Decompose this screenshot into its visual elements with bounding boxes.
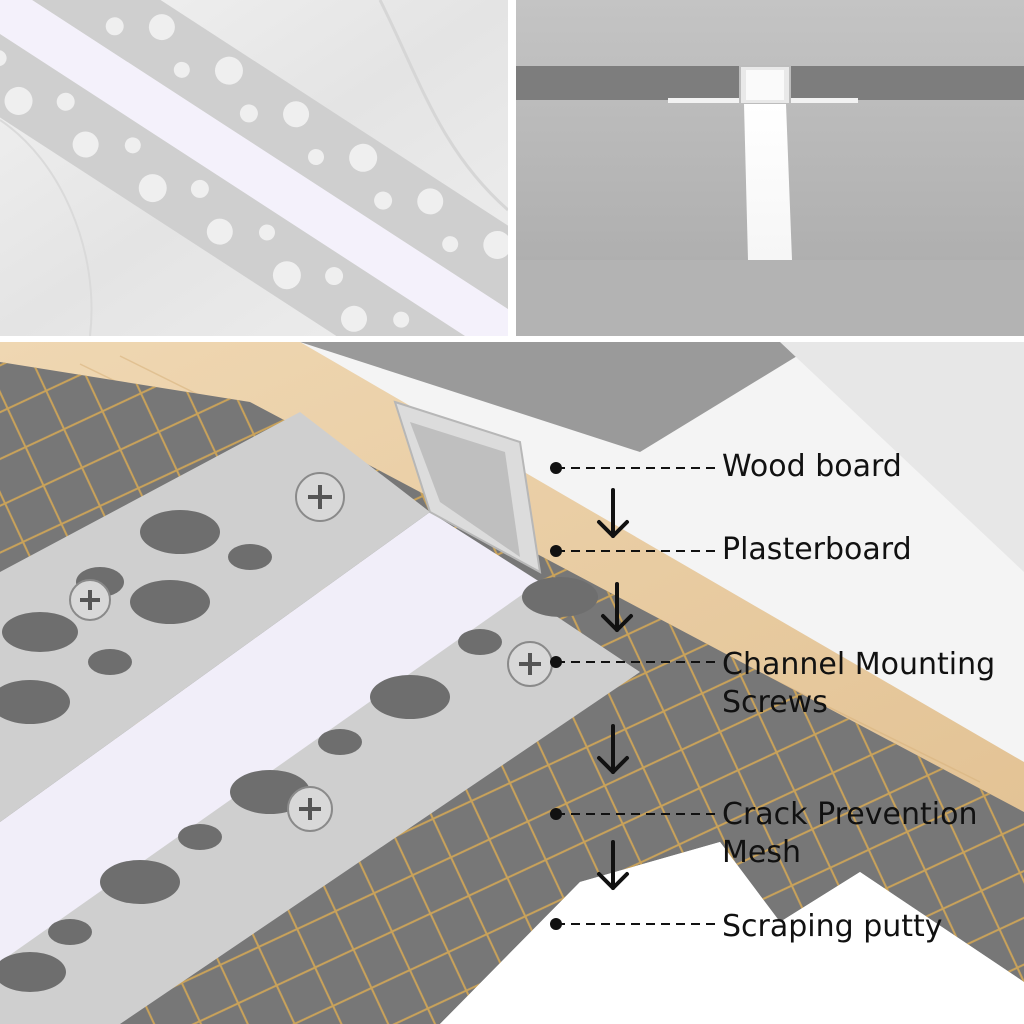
label-line: Screws: [722, 685, 828, 720]
diffuser-strip: [0, 512, 540, 962]
down-arrow-icon: [597, 840, 629, 890]
label-line: Mesh: [722, 835, 801, 870]
screw-head-icon: [69, 579, 111, 621]
label-wood-board: Wood board: [722, 449, 902, 484]
down-arrow-icon: [601, 582, 633, 632]
ceiling-shadow: [300, 342, 820, 452]
screw-head-icon: [507, 641, 553, 687]
label-plasterboard: Plasterboard: [722, 532, 912, 567]
light-beam: [744, 104, 792, 260]
label-line: Crack Prevention: [722, 797, 978, 832]
channel-closeup-photo: [0, 0, 508, 336]
dot-marker-icon: [550, 462, 562, 474]
dot-marker-icon: [550, 656, 562, 668]
label-channel-mounting-screws: Channel Mounting Screws: [722, 646, 995, 722]
label-line: Channel Mounting: [722, 647, 996, 682]
channel-cross-section: [516, 0, 1024, 336]
screw-head-icon: [295, 472, 345, 522]
label-crack-prevention-mesh: Crack Prevention Mesh: [722, 796, 977, 872]
perforation-holes: [0, 510, 598, 992]
label-scraping-putty: Scraping putty: [722, 909, 943, 944]
installation-layers-diagram: Wood board Plasterboard Channel Mounting…: [0, 342, 1024, 1024]
down-arrow-icon: [597, 724, 629, 774]
dot-marker-icon: [550, 808, 562, 820]
down-arrow-icon: [597, 488, 629, 538]
leader-lines: [556, 467, 716, 925]
screw-head-icon: [287, 786, 333, 832]
dot-marker-icon: [550, 545, 562, 557]
dot-marker-icon: [550, 918, 562, 930]
diffuser-strip: [0, 0, 508, 336]
